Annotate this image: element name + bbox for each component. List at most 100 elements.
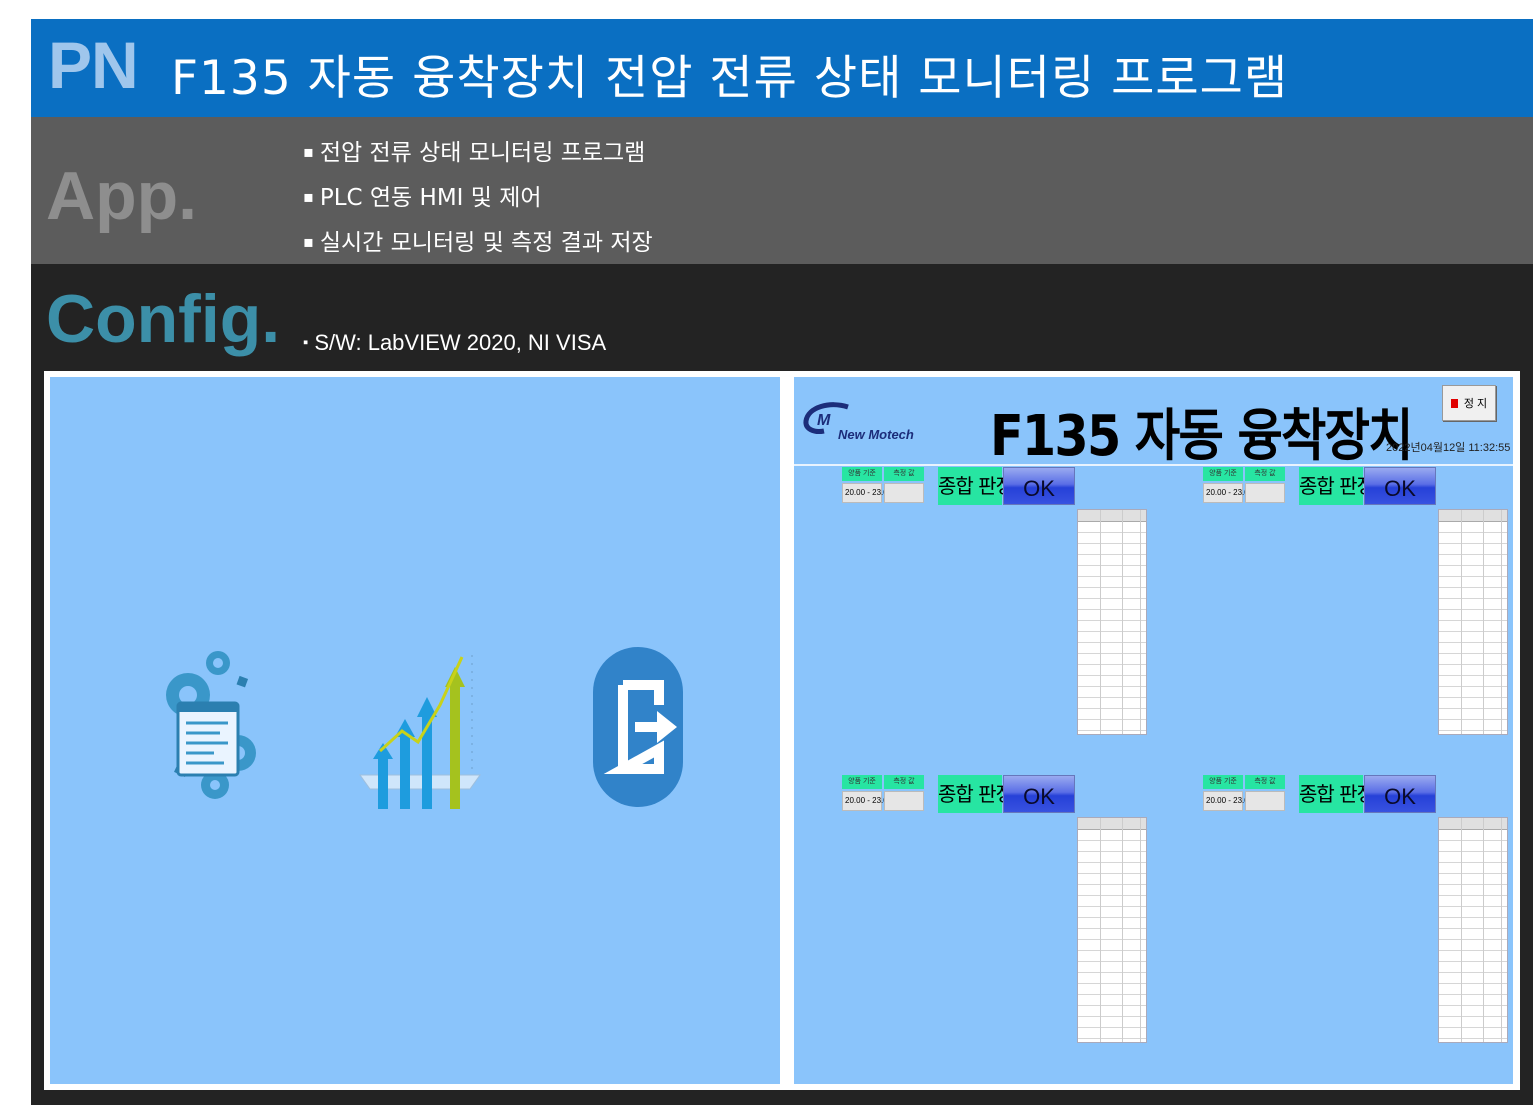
- table-row: [1439, 522, 1507, 533]
- exit-door-icon[interactable]: [593, 647, 683, 807]
- svg-text:M: M: [817, 412, 831, 429]
- table-row: [1078, 841, 1146, 852]
- table-row: [1439, 709, 1507, 720]
- chart-growth-icon[interactable]: [358, 647, 488, 812]
- measured-header: 측정 값: [884, 467, 924, 481]
- stop-button[interactable]: 정 지: [1442, 385, 1496, 421]
- spec-header: 양품 기준: [1203, 467, 1243, 481]
- measurement-unit: 양품 기준 측정 값 20.00 - 23.00 종합 판정 OK: [794, 775, 1147, 1075]
- table-row: [1078, 885, 1146, 896]
- table-row: [1078, 665, 1146, 676]
- table-row: [1439, 896, 1507, 907]
- table-row: [1439, 533, 1507, 544]
- hmi-panel: M New Motech F135 자동 융착장치 정 지 2022년04월12…: [794, 377, 1513, 1084]
- table-header-row: [1439, 818, 1507, 830]
- table-row: [1439, 654, 1507, 665]
- table-row: [1439, 665, 1507, 676]
- table-row: [1439, 621, 1507, 632]
- spec-value: 20.00 - 23.00: [1203, 483, 1253, 503]
- measurement-unit: 양품 기준 측정 값 20.00 - 23.00 종합 판정 OK: [794, 467, 1147, 767]
- table-column-line: [1483, 510, 1484, 734]
- table-row: [1078, 1006, 1146, 1017]
- table-column-line: [1483, 818, 1484, 1042]
- table-row: [1078, 962, 1146, 973]
- judgement-label: 종합 판정: [1299, 467, 1375, 505]
- config-bullet: S/W: LabVIEW 2020, NI VISA: [303, 330, 606, 356]
- table-row: [1078, 896, 1146, 907]
- table-row: [1439, 907, 1507, 918]
- table-row: [1078, 830, 1146, 841]
- data-log-table[interactable]: [1438, 509, 1508, 735]
- datetime-display: 2022년04월12일 11:32:55: [1386, 442, 1511, 454]
- table-row: [1078, 698, 1146, 709]
- judgement-result: OK: [1364, 467, 1436, 505]
- table-row: [1078, 973, 1146, 984]
- measured-header: 측정 값: [1245, 467, 1285, 481]
- table-column-line: [1461, 510, 1462, 734]
- settings-gears-icon[interactable]: [158, 645, 258, 810]
- table-row: [1078, 995, 1146, 1006]
- data-log-table[interactable]: [1438, 817, 1508, 1043]
- measured-value: [1245, 483, 1285, 503]
- table-row: [1078, 907, 1146, 918]
- table-row: [1078, 533, 1146, 544]
- data-log-table[interactable]: [1077, 509, 1147, 735]
- table-row: [1439, 940, 1507, 951]
- measured-value: [884, 791, 924, 811]
- data-log-table[interactable]: [1077, 817, 1147, 1043]
- measurement-unit: 양품 기준 측정 값 20.00 - 23.00 종합 판정 OK: [1155, 467, 1508, 767]
- stop-button-label: 정 지: [1463, 398, 1488, 410]
- table-row: [1078, 984, 1146, 995]
- table-row: [1439, 1006, 1507, 1017]
- table-row: [1439, 995, 1507, 1006]
- app-label: App.: [46, 158, 198, 234]
- table-row: [1078, 874, 1146, 885]
- measured-header: 측정 값: [884, 775, 924, 789]
- stop-icon: [1450, 398, 1458, 408]
- table-row: [1439, 984, 1507, 995]
- measured-value: [884, 483, 924, 503]
- table-row: [1439, 599, 1507, 610]
- table-row: [1439, 698, 1507, 709]
- table-row: [1439, 555, 1507, 566]
- app-bullet: 전압 전류 상태 모니터링 프로그램: [303, 133, 653, 178]
- table-row: [1439, 720, 1507, 731]
- table-column-line: [1140, 818, 1141, 1042]
- table-row: [1439, 973, 1507, 984]
- measured-value: [1245, 791, 1285, 811]
- table-row: [1078, 643, 1146, 654]
- header-divider: [794, 464, 1513, 466]
- app-bullet-list: 전압 전류 상태 모니터링 프로그램 PLC 연동 HMI 및 제어 실시간 모…: [303, 133, 653, 268]
- table-row: [1078, 555, 1146, 566]
- table-column-line: [1122, 818, 1123, 1042]
- spec-value: 20.00 - 23.00: [1203, 791, 1253, 811]
- app-bullet: PLC 연동 HMI 및 제어: [303, 178, 653, 223]
- table-column-line: [1100, 818, 1101, 1042]
- spec-header: 양품 기준: [842, 467, 882, 481]
- table-row: [1078, 863, 1146, 874]
- table-row: [1078, 522, 1146, 533]
- table-row: [1078, 544, 1146, 555]
- table-header-row: [1078, 510, 1146, 522]
- table-column-line: [1140, 510, 1141, 734]
- launcher-panel: [50, 377, 780, 1084]
- table-row: [1439, 643, 1507, 654]
- table-row: [1439, 874, 1507, 885]
- table-row: [1439, 588, 1507, 599]
- table-column-line: [1100, 510, 1101, 734]
- spec-header: 양품 기준: [842, 775, 882, 789]
- title-band: PN F135 자동 융착장치 전압 전류 상태 모니터링 프로그램: [31, 19, 1533, 117]
- judgement-result: OK: [1003, 775, 1075, 813]
- judgement-result: OK: [1003, 467, 1075, 505]
- table-row: [1078, 621, 1146, 632]
- table-column-line: [1501, 818, 1502, 1042]
- table-row: [1439, 841, 1507, 852]
- table-row: [1078, 610, 1146, 621]
- table-row: [1078, 951, 1146, 962]
- config-label: Config.: [46, 281, 281, 357]
- table-column-line: [1122, 510, 1123, 734]
- table-row: [1439, 863, 1507, 874]
- table-row: [1439, 544, 1507, 555]
- table-row: [1439, 687, 1507, 698]
- judgement-label: 종합 판정: [938, 775, 1014, 813]
